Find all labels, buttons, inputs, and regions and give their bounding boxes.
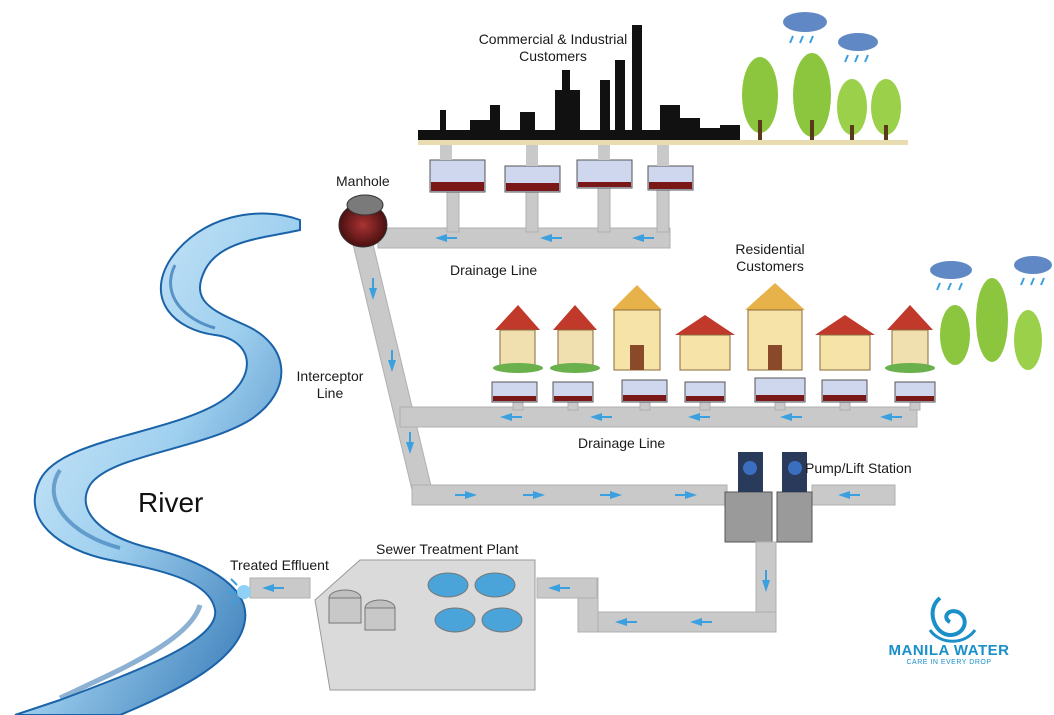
- residential-tanks: [491, 377, 936, 403]
- main-line-to-pump: [411, 484, 896, 506]
- tree-icon: [976, 278, 1008, 362]
- label-commercial-line2: Customers: [519, 48, 587, 64]
- septic-tank-icon: [552, 381, 594, 403]
- label-residential-line2: Customers: [736, 258, 804, 274]
- label-manhole: Manhole: [336, 173, 390, 189]
- label-river: River: [138, 487, 204, 518]
- label-residential-line1: Residential: [735, 241, 805, 257]
- manhole-icon: [338, 194, 388, 248]
- houses: [493, 283, 935, 373]
- label-interceptor-line: Interceptor Line: [285, 368, 375, 402]
- label-interceptor-line1: Interceptor: [296, 368, 364, 384]
- tree-icon: [871, 79, 901, 140]
- tree-group-right: [930, 256, 1052, 370]
- rain-cloud-icon: [783, 12, 827, 44]
- septic-tank-icon: [894, 381, 936, 403]
- house-icon: [815, 315, 875, 371]
- house-icon: [612, 285, 662, 371]
- river: [14, 212, 301, 715]
- label-interceptor-line2: Line: [316, 385, 344, 401]
- house-icon: [675, 315, 735, 371]
- effluent-splash-icon: [227, 578, 251, 606]
- septic-tank-icon: [647, 165, 694, 191]
- drainage-line-bottom-pipes: [399, 397, 921, 428]
- manila-water-logo-icon: [928, 596, 977, 643]
- label-drainage-line-bottom: Drainage Line: [578, 435, 666, 451]
- rain-cloud-icon: [838, 33, 878, 63]
- label-sewer-treatment-plant: Sewer Treatment Plant: [376, 541, 519, 557]
- septic-tank-icon: [621, 379, 668, 403]
- tree-icon: [1014, 310, 1042, 370]
- septic-tank-icon: [504, 165, 561, 193]
- brand-name: MANILA WATER: [888, 642, 1010, 659]
- septic-tank-icon: [576, 159, 633, 189]
- label-commercial-line1: Commercial & Industrial: [478, 31, 628, 47]
- rain-cloud-icon: [1014, 256, 1052, 286]
- tree-group-top: [742, 12, 901, 140]
- rain-cloud-icon: [930, 261, 972, 291]
- house-icon: [885, 305, 935, 373]
- drainage-line-top-pipes: [377, 187, 671, 249]
- label-drainage-line-top: Drainage Line: [450, 262, 538, 278]
- brand-tagline: CARE IN EVERY DROP: [906, 659, 992, 666]
- label-treated-effluent: Treated Effluent: [230, 557, 329, 573]
- label-residential-customers: Residential Customers: [720, 241, 820, 275]
- septic-tank-icon: [684, 381, 726, 403]
- tree-icon: [940, 305, 970, 365]
- septic-tank-icon: [491, 381, 538, 403]
- brand-block: MANILA WATER CARE IN EVERY DROP: [884, 590, 1014, 666]
- tree-icon: [793, 53, 831, 140]
- top-tanks: [429, 145, 694, 193]
- septic-tank-icon: [429, 159, 486, 193]
- house-icon: [493, 305, 543, 373]
- pump-station-icon: [724, 452, 813, 543]
- tree-icon: [837, 79, 867, 140]
- septic-tank-icon: [754, 377, 806, 403]
- septic-tank-icon: [821, 379, 868, 403]
- factory-skyline-icon: [418, 25, 908, 145]
- label-pump-station: Pump/Lift Station: [805, 460, 912, 476]
- house-icon: [550, 305, 600, 373]
- house-icon: [745, 283, 805, 371]
- treatment-plant-icon: [314, 559, 536, 691]
- tree-icon: [742, 57, 778, 140]
- interceptor-line: [351, 239, 433, 491]
- label-commercial-customers: Commercial & Industrial Customers: [468, 31, 638, 65]
